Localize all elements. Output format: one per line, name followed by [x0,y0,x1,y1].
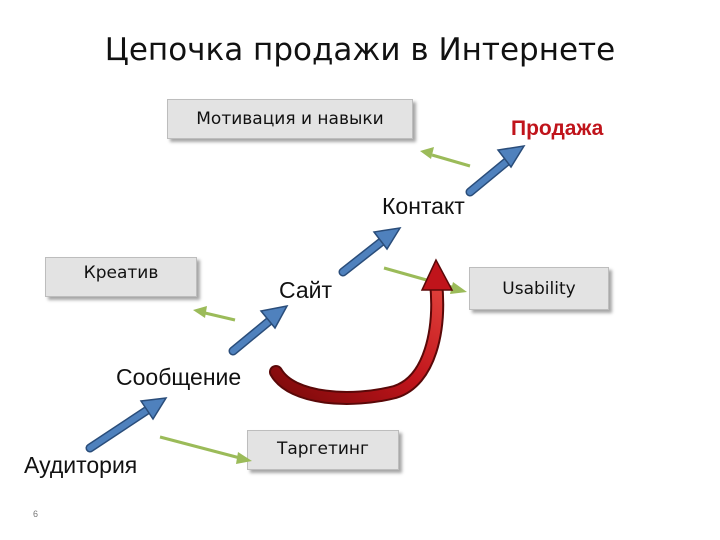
audience-label: Аудитория [24,452,138,478]
side-arrow-to-creative [193,306,236,322]
motivation-skills-box: Мотивация и навыки [167,99,413,139]
message-label: Сообщение [116,364,242,390]
side-arrow-to-motivation [420,147,471,168]
side-arrow-to-targeting [159,435,252,464]
targeting-box: Таргетинг [247,430,399,470]
chain-arrow-contact-to-sale [465,145,526,197]
feedback-curve-arrow [269,258,454,405]
sale-label: Продажа [511,117,604,140]
site-label: Сайт [279,277,333,303]
page-number: 6 [33,509,39,519]
slide-title: Цепочка продажи в Интернете [104,32,616,68]
chain-arrow-audience-to-message [85,397,168,453]
chain-arrow-site-to-contact [338,227,402,277]
usability-box: Usability [469,267,609,310]
contact-label: Контакт [382,193,465,219]
creative-box: Креатив [45,257,197,297]
chain-arrow-message-to-site [228,304,289,356]
